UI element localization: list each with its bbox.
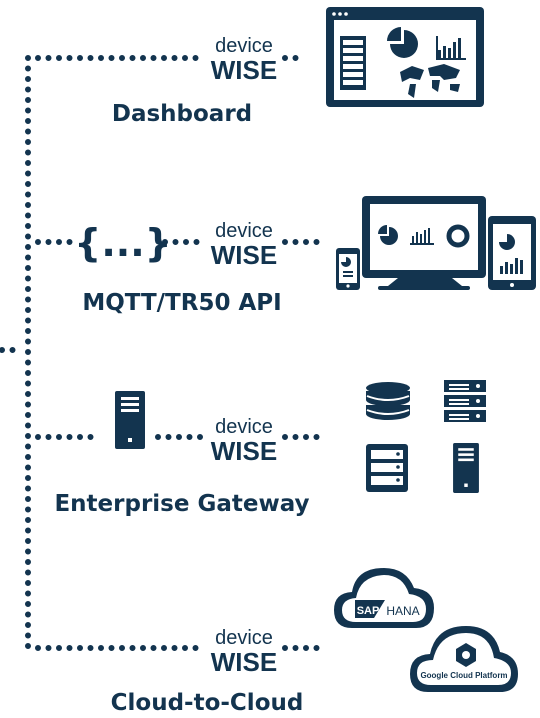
row-label-dashboard: Dashboard	[112, 101, 252, 127]
connector-lines	[0, 55, 323, 651]
badge-line1: device	[215, 220, 273, 242]
devicewise-badge: device WISE	[211, 627, 277, 677]
monitor-icon	[362, 196, 486, 290]
world-map-icon	[400, 64, 460, 98]
badge-line2: WISE	[211, 436, 277, 466]
row-label-gateway: Enterprise Gateway	[54, 491, 309, 517]
phone-icon	[336, 248, 360, 290]
curly-braces-text: {...}	[74, 221, 171, 265]
devicewise-badge: device WISE	[211, 35, 277, 85]
sap-logo-text: SAP	[357, 605, 380, 617]
dashboard-window-icon	[326, 7, 484, 107]
bar-chart-icon	[410, 228, 434, 245]
server-cabinet-icon	[366, 444, 408, 492]
pie-chart-icon	[387, 27, 418, 58]
hana-text: HANA	[386, 604, 419, 618]
server-tower-icon	[453, 443, 479, 493]
devicewise-badge: device WISE	[211, 416, 277, 466]
donut-chart-icon	[446, 224, 470, 248]
sap-hana-cloud-icon: SAP HANA	[334, 568, 434, 628]
badge-line1: device	[215, 35, 273, 57]
curly-braces-icon: {...}	[74, 221, 171, 265]
bar-chart-icon	[436, 36, 466, 60]
pie-chart-icon	[378, 225, 398, 245]
badge-line1: device	[215, 627, 273, 649]
badge-line2: WISE	[211, 240, 277, 270]
devicewise-badge: device WISE	[211, 220, 277, 270]
tablet-icon	[488, 216, 536, 290]
google-cloud-text: Google Cloud Platform	[420, 671, 507, 680]
badge-line1: device	[215, 416, 273, 438]
badge-line2: WISE	[211, 647, 277, 677]
row-label-mqtt: MQTT/TR50 API	[82, 290, 281, 316]
google-cloud-icon: Google Cloud Platform	[410, 626, 518, 692]
table-icon	[340, 36, 366, 90]
server-tower-icon	[115, 391, 145, 449]
server-rack-icon	[444, 380, 486, 422]
row-label-cloud: Cloud-to-Cloud	[111, 690, 304, 716]
database-icon	[366, 382, 410, 420]
badge-line2: WISE	[211, 55, 277, 85]
